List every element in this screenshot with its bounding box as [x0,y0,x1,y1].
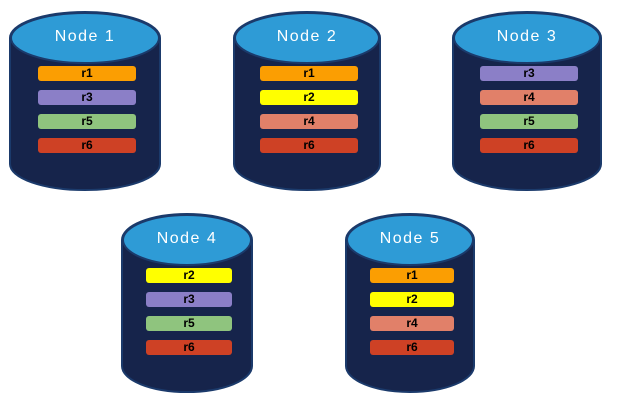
replica-list: r1 r2 r4 r6 [234,66,380,162]
replica-bar-r4[interactable]: r4 [260,114,358,129]
replica-bar-r4[interactable]: r4 [370,316,454,331]
replica-bar-r6[interactable]: r6 [370,340,454,355]
replica-bar-r6[interactable]: r6 [146,340,232,355]
cylinder-top-ellipse [10,12,160,64]
replica-bar-r3[interactable]: r3 [146,292,232,307]
cylinder-top-ellipse [453,12,601,64]
replica-bar-r6[interactable]: r6 [38,138,136,153]
replica-list: r2 r3 r5 r6 [122,268,252,364]
replica-bar-r1[interactable]: r1 [260,66,358,81]
replica-bar-r6[interactable]: r6 [260,138,358,153]
replica-bar-r2[interactable]: r2 [146,268,232,283]
replica-bar-r2[interactable]: r2 [370,292,454,307]
cylinder-top-ellipse [122,214,252,266]
replica-bar-r3[interactable]: r3 [480,66,578,81]
replica-bar-r5[interactable]: r5 [146,316,232,331]
replica-bar-r4[interactable]: r4 [480,90,578,105]
replica-bar-r1[interactable]: r1 [370,268,454,283]
replica-bar-r2[interactable]: r2 [260,90,358,105]
replica-bar-r1[interactable]: r1 [38,66,136,81]
replica-list: r3 r4 r5 r6 [453,66,601,162]
replica-bar-r6[interactable]: r6 [480,138,578,153]
cylinder-top-ellipse [346,214,474,266]
replica-bar-r5[interactable]: r5 [480,114,578,129]
cylinder-top-ellipse [234,12,380,64]
replica-list: r1 r2 r4 r6 [346,268,474,364]
replica-bar-r3[interactable]: r3 [38,90,136,105]
replica-bar-r5[interactable]: r5 [38,114,136,129]
replica-list: r1 r3 r5 r6 [10,66,160,162]
